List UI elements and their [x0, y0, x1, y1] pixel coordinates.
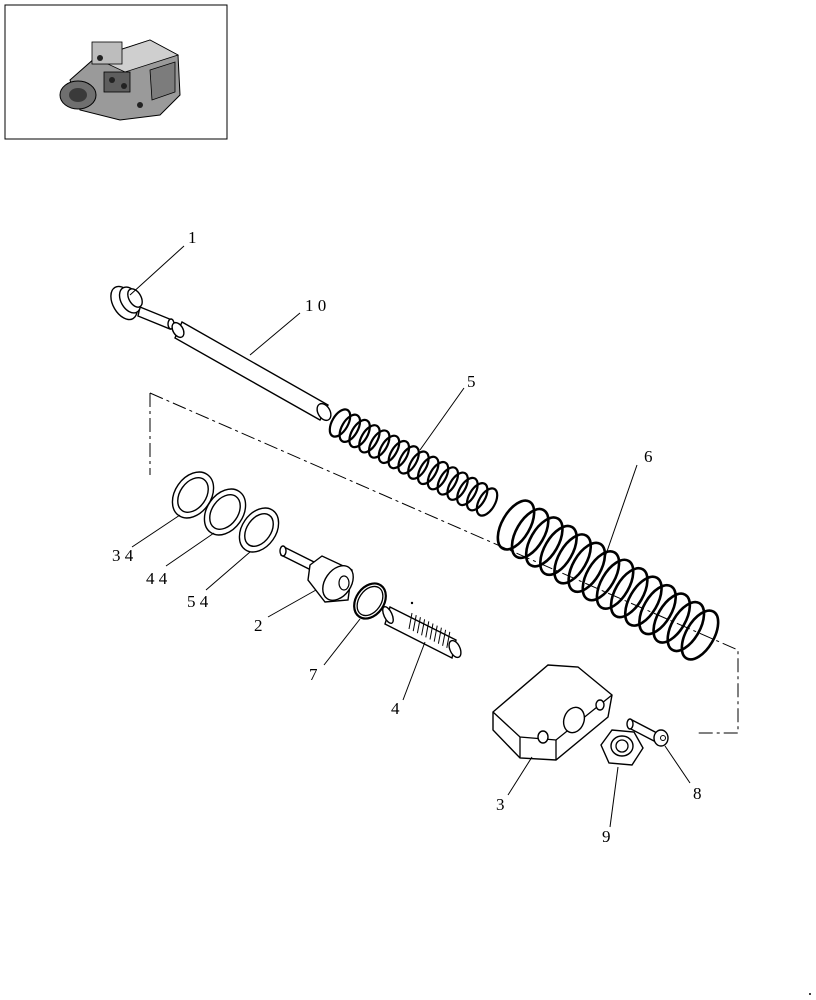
spring-coil	[465, 482, 489, 512]
spring-coil	[623, 575, 663, 627]
leader-lines	[129, 245, 691, 828]
spring-coil	[456, 476, 479, 507]
spring-coil	[426, 460, 450, 491]
part-3-flange[interactable]	[492, 664, 613, 761]
callout-1: 1	[188, 228, 197, 247]
spring-coil	[328, 408, 352, 438]
part-2-poppet[interactable]	[279, 545, 360, 606]
spring-coil	[638, 583, 677, 636]
spring-coil	[567, 541, 607, 594]
spring-coil	[510, 507, 550, 560]
callout-34: 3 4	[112, 546, 134, 565]
callout-8: 8	[693, 784, 702, 803]
screw-thread	[442, 629, 447, 646]
part-6-large-spring[interactable]	[490, 495, 725, 666]
spring-coil	[666, 600, 706, 653]
screw-thread	[437, 627, 442, 644]
spring-coil	[581, 550, 621, 602]
spring-coil	[367, 429, 391, 459]
screw-thread	[433, 625, 438, 642]
assembly-centerline	[149, 392, 739, 734]
spring-coil	[539, 524, 578, 577]
spring-coil	[416, 455, 440, 486]
spring-coil	[358, 424, 381, 454]
screw-thread	[429, 623, 434, 640]
screw-thread	[416, 617, 421, 634]
callout-6: 6	[644, 447, 653, 466]
spring-coil	[680, 609, 720, 661]
screw-thread	[421, 619, 426, 636]
callout-5: 5	[467, 372, 476, 391]
spring-coil	[348, 418, 371, 449]
spring-coil	[652, 592, 692, 644]
spring-coil	[595, 558, 635, 610]
part-54-shim[interactable]	[231, 501, 286, 560]
spring-coil	[609, 566, 649, 619]
spring-coil	[524, 516, 564, 568]
callout-7: 7	[309, 665, 318, 684]
corner-dot	[809, 993, 811, 995]
callout-9: 9	[602, 827, 611, 846]
part-10-tube[interactable]	[170, 321, 334, 423]
part-44-shim[interactable]	[196, 481, 254, 543]
spring-coil	[496, 499, 536, 551]
spring-coil	[387, 439, 411, 470]
part-1-valve-stem[interactable]	[105, 282, 175, 330]
screw-thread	[446, 631, 451, 648]
screw-thread	[412, 615, 417, 632]
callout-3: 3	[496, 795, 505, 814]
screw-thread	[425, 621, 430, 638]
callout-44: 4 4	[146, 569, 168, 588]
callout-10: 1 0	[305, 296, 326, 315]
spring-coil	[553, 533, 593, 585]
part-4-adjusting-screw[interactable]	[381, 605, 464, 660]
spring-coil	[475, 487, 499, 517]
spring-coil	[436, 466, 460, 496]
spring-coil	[338, 413, 362, 443]
spring-coil	[446, 471, 469, 501]
callout-4: 4	[391, 699, 400, 718]
callout-54: 5 4	[187, 592, 209, 611]
part-9-nut[interactable]	[600, 729, 644, 766]
spring-coil	[407, 450, 430, 480]
tick-mark	[410, 601, 414, 605]
thumbnail-box[interactable]	[4, 4, 228, 140]
part-8-bolt[interactable]	[626, 718, 669, 747]
hydraulic-pump-assembly-icon	[59, 39, 181, 121]
spring-coil	[377, 434, 401, 465]
spring-coil	[397, 445, 420, 475]
part-5-small-spring[interactable]	[326, 406, 502, 519]
callout-2: 2	[254, 616, 263, 635]
screw-thread	[408, 612, 413, 630]
part-7-o-ring[interactable]	[348, 577, 393, 624]
